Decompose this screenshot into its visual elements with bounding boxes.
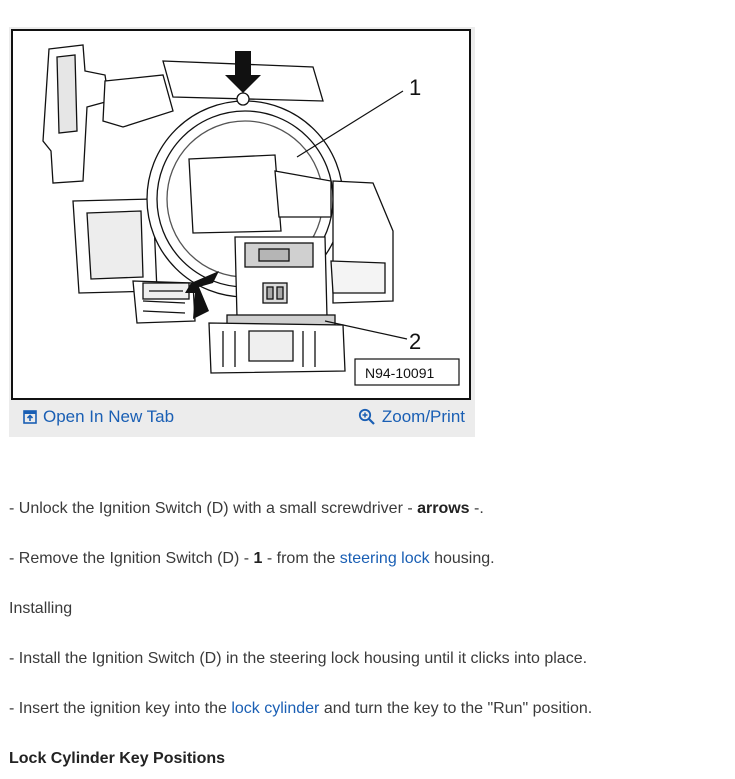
zoom-print-label: Zoom/Print xyxy=(381,407,465,426)
pointer-arrows xyxy=(185,51,261,319)
step-text: - Remove the Ignition Switch (D) - xyxy=(9,550,254,567)
step-text: and turn the key to the "Run" position. xyxy=(319,700,593,717)
figure-toolbar: Open In New Tab Zoom/Print xyxy=(9,401,475,437)
callout-1: 1 xyxy=(409,75,421,100)
step-text: - from the xyxy=(262,550,340,567)
arrow-top-icon xyxy=(225,51,261,93)
lock-cylinder-link[interactable]: lock cylinder xyxy=(231,700,320,717)
step-unlock: - Unlock the Ignition Switch (D) with a … xyxy=(9,500,484,518)
section-heading: Lock Cylinder Key Positions xyxy=(9,750,226,767)
step-bold-1: 1 xyxy=(253,550,263,567)
open-in-new-tab-label: Open In New Tab xyxy=(43,407,175,426)
step-remove: - Remove the Ignition Switch (D) - 1 - f… xyxy=(9,550,495,568)
installing-label: Installing xyxy=(9,600,73,617)
callout-2: 2 xyxy=(409,329,421,354)
open-new-tab-icon xyxy=(23,410,37,424)
diagram-drawing: 1 2 N94-10091 xyxy=(42,44,460,386)
figure-code-box xyxy=(354,358,460,386)
figure-container: 1 2 N94-10091 Open In New Tab Zoom/Print xyxy=(9,27,475,437)
figure-code: N94-10091 xyxy=(365,365,434,381)
ignition-switch-diagram: 1 2 N94-10091 xyxy=(11,29,471,400)
step-text: -. xyxy=(469,500,484,517)
steering-lock-link[interactable]: steering lock xyxy=(339,550,430,567)
lock-cylinder-face xyxy=(188,154,282,234)
step-bold-arrows: arrows xyxy=(417,500,470,517)
step-insert-key: - Insert the ignition key into the lock … xyxy=(9,700,592,718)
zoom-print-link[interactable]: Zoom/Print xyxy=(358,407,465,427)
step-text: - Unlock the Ignition Switch (D) with a … xyxy=(9,500,418,517)
open-in-new-tab-link[interactable]: Open In New Tab xyxy=(23,407,174,427)
step-text: - Insert the ignition key into the xyxy=(9,700,232,717)
zoom-icon xyxy=(358,408,375,425)
step-install: - Install the Ignition Switch (D) in the… xyxy=(9,650,588,667)
arrow-left-icon xyxy=(185,271,219,319)
step-text: housing. xyxy=(429,550,495,567)
